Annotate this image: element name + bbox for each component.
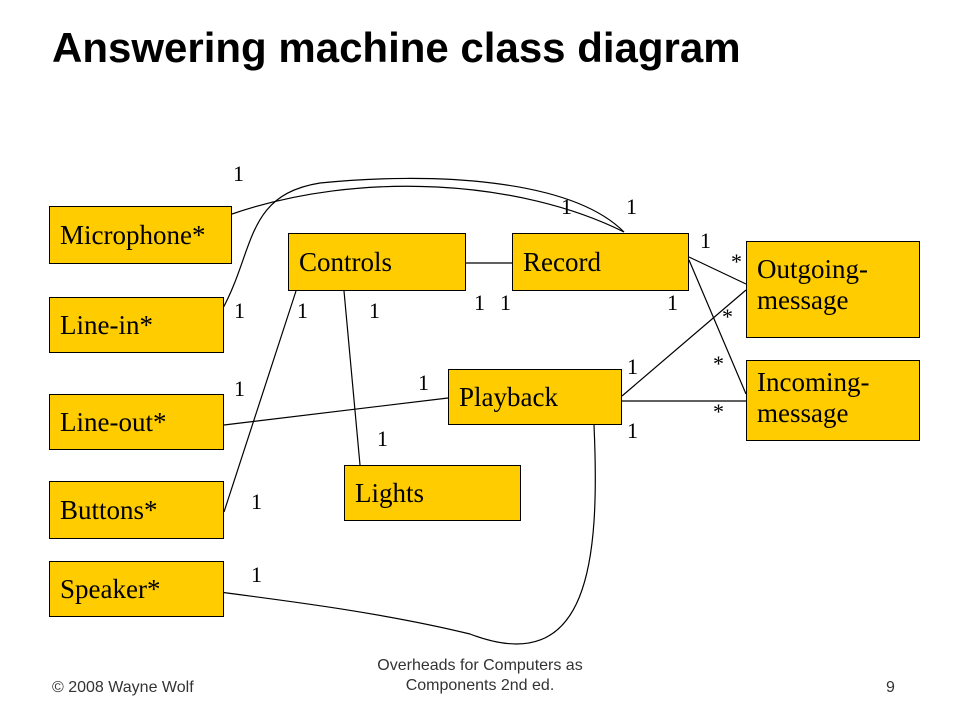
mult-record-incoming: 1 xyxy=(667,290,678,315)
assoc-linein-record xyxy=(221,177,625,311)
footer-source-line2: Components 2nd ed. xyxy=(405,677,555,694)
mult-speaker: 1 xyxy=(251,562,262,587)
assoc-record-outgoing xyxy=(688,256,747,285)
mult-record-outgoing: 1 xyxy=(700,228,711,253)
assoc-playback-speaker xyxy=(203,424,596,645)
assoc-controls-buttons xyxy=(223,290,297,513)
class-lights: Lights xyxy=(344,465,521,521)
assoc-microphone-record xyxy=(231,185,625,233)
page-title: Answering machine class diagram xyxy=(52,24,741,71)
mult-record-controls: 1 xyxy=(500,290,511,315)
class-microphone: Microphone* xyxy=(49,206,232,264)
mult-buttons: 1 xyxy=(251,489,262,514)
class-playback: Playback xyxy=(448,369,622,425)
class-label: Microphone* xyxy=(60,219,206,250)
footer-source-line1: Overheads for Computers as xyxy=(377,657,583,674)
footer-copyright: © 2008 Wayne Wolf xyxy=(52,679,194,696)
assoc-lineout-playback xyxy=(223,397,449,426)
mult-playback-outgoing: 1 xyxy=(627,354,638,379)
class-label-line2: message xyxy=(757,398,849,428)
assoc-playback-outgoing xyxy=(621,289,747,397)
class-buttons: Buttons* xyxy=(49,481,224,539)
mult-line-in: 1 xyxy=(234,298,245,323)
class-label: Line-out* xyxy=(60,406,167,437)
mult-outgoing-record: * xyxy=(731,249,742,274)
class-label: Record xyxy=(523,246,601,277)
class-line-in: Line-in* xyxy=(49,297,224,353)
mult-outgoing-playback: * xyxy=(722,304,733,329)
class-label-line2: message xyxy=(757,285,849,315)
class-record: Record xyxy=(512,233,689,291)
class-label: Playback xyxy=(459,381,558,412)
mult-microphone-top: 1 xyxy=(233,161,244,186)
mult-line-out: 1 xyxy=(234,376,245,401)
mult-incoming-playback: * xyxy=(713,399,724,424)
mult-incoming-record: * xyxy=(713,351,724,376)
mult-controls-record: 1 xyxy=(474,290,485,315)
class-label: Buttons* xyxy=(60,494,158,525)
class-speaker: Speaker* xyxy=(49,561,224,617)
mult-controls-buttons: 1 xyxy=(297,298,308,323)
page-number: 9 xyxy=(886,679,895,696)
class-outgoing-message: Outgoing- message xyxy=(746,241,920,338)
class-label: Controls xyxy=(299,246,393,277)
assoc-controls-lights xyxy=(343,290,361,466)
class-incoming-message: Incoming- message xyxy=(746,360,920,441)
footer-source: Overheads for Computers as Components 2n… xyxy=(330,656,630,696)
mult-controls-lights: 1 xyxy=(369,298,380,323)
mult-playback-lineout: 1 xyxy=(418,370,429,395)
class-label-line1: Outgoing- xyxy=(757,254,868,284)
class-label: Lights xyxy=(355,477,425,508)
mult-record-right: 1 xyxy=(626,194,637,219)
class-label: Line-in* xyxy=(60,309,153,340)
mult-record-left: 1 xyxy=(561,194,572,219)
class-label-line1: Incoming- xyxy=(757,367,870,397)
mult-playback-incoming: 1 xyxy=(627,418,638,443)
assoc-record-incoming xyxy=(688,259,747,395)
class-controls: Controls xyxy=(288,233,466,291)
mult-lights: 1 xyxy=(377,426,388,451)
class-line-out: Line-out* xyxy=(49,394,224,450)
class-label: Speaker* xyxy=(60,573,161,604)
